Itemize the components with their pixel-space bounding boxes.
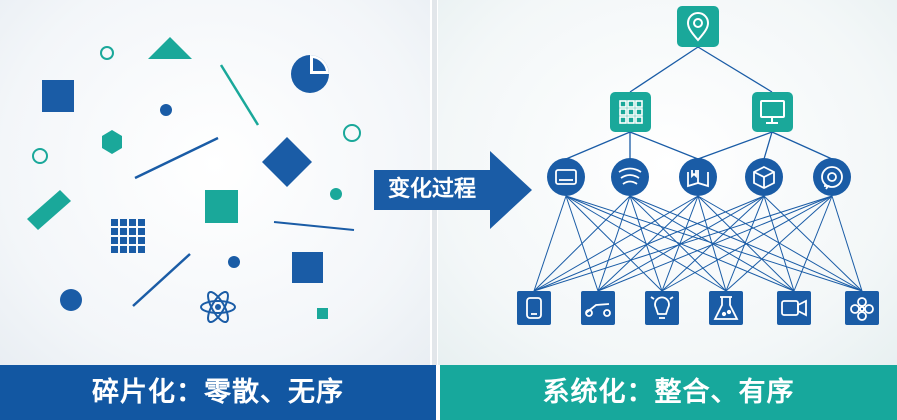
ring-left bbox=[32, 148, 48, 164]
level2-node-right bbox=[752, 92, 793, 132]
left-caption-bar: 碎片化：零散、无序 bbox=[0, 365, 436, 420]
mesh-line bbox=[533, 195, 567, 292]
wifi-signal-icon bbox=[618, 167, 642, 185]
right-caption-bar: 系统化：整合、有序 bbox=[440, 365, 897, 420]
mesh-line bbox=[831, 195, 863, 292]
monitor-icon bbox=[760, 100, 785, 124]
level4-node-3 bbox=[645, 291, 679, 325]
teal-hexagon bbox=[102, 130, 122, 154]
scattered-shapes bbox=[27, 37, 361, 324]
navy-line bbox=[134, 136, 219, 180]
network-mesh-lines bbox=[533, 195, 863, 292]
mesh-line bbox=[629, 195, 727, 292]
mesh-line bbox=[533, 195, 765, 292]
mesh-line bbox=[533, 195, 699, 292]
navy-diamond bbox=[262, 137, 312, 187]
mesh-line bbox=[697, 195, 727, 292]
mesh-line bbox=[725, 195, 833, 292]
small-ring bbox=[100, 46, 114, 60]
mesh-line bbox=[597, 195, 765, 292]
navy-square-small bbox=[292, 252, 323, 283]
navy-line-2 bbox=[132, 253, 191, 307]
video-camera-icon bbox=[781, 299, 807, 317]
lightbulb-icon bbox=[650, 296, 674, 319]
level4-node-5 bbox=[777, 291, 811, 325]
location-pin-icon bbox=[686, 12, 710, 42]
link-icon bbox=[585, 303, 611, 317]
teal-line bbox=[219, 64, 260, 126]
mesh-line bbox=[597, 195, 631, 292]
flask-icon bbox=[713, 296, 739, 320]
ring-right bbox=[343, 124, 361, 142]
thin-line bbox=[273, 221, 355, 231]
left-caption: 碎片化：零散、无序 bbox=[92, 377, 344, 408]
navy-circle bbox=[60, 289, 82, 311]
mesh-line bbox=[725, 195, 765, 292]
teal-triangle bbox=[148, 37, 192, 59]
level3-node-5 bbox=[813, 158, 851, 196]
level3-node-3 bbox=[679, 158, 717, 196]
right-caption: 系统化：整合、有序 bbox=[542, 377, 795, 408]
navy-dot bbox=[160, 104, 172, 116]
tablet-icon bbox=[555, 169, 577, 185]
level3-node-2 bbox=[611, 158, 649, 196]
level2-node-left bbox=[610, 92, 651, 132]
teal-square bbox=[205, 190, 238, 223]
level4-node-1 bbox=[517, 291, 551, 325]
level4-node-2 bbox=[581, 291, 615, 325]
grid-shape bbox=[111, 219, 145, 253]
mesh-line bbox=[597, 195, 833, 292]
flower-molecule-icon bbox=[850, 297, 874, 321]
book-icon bbox=[687, 170, 709, 188]
app-grid-icon bbox=[619, 100, 643, 124]
transition-arrow-label: 变化过程 bbox=[387, 177, 476, 202]
phone-icon bbox=[526, 297, 542, 319]
mesh-line bbox=[533, 195, 833, 292]
mesh-line bbox=[661, 195, 833, 292]
navy-square bbox=[42, 80, 74, 112]
teal-dot bbox=[330, 188, 342, 200]
level4-node-6 bbox=[845, 291, 879, 325]
atom-icon bbox=[200, 290, 236, 324]
package-box-icon bbox=[753, 165, 775, 190]
level3-node-1 bbox=[547, 158, 585, 196]
pie-chart-shape bbox=[291, 55, 329, 93]
transition-arrow bbox=[374, 151, 532, 229]
level3-node-4 bbox=[745, 158, 783, 196]
gear-cycle-icon bbox=[821, 166, 843, 190]
hierarchy-lines bbox=[565, 46, 833, 160]
root-node bbox=[677, 6, 719, 47]
navy-dot-2 bbox=[228, 256, 240, 268]
level4-node-4 bbox=[709, 291, 743, 325]
mesh-line bbox=[533, 195, 631, 292]
mesh-line bbox=[629, 195, 663, 292]
mesh-line bbox=[661, 195, 765, 292]
teal-tiny-square bbox=[317, 308, 328, 319]
teal-bar bbox=[27, 190, 71, 230]
diagram-artwork bbox=[27, 6, 879, 325]
mesh-line bbox=[793, 195, 833, 292]
